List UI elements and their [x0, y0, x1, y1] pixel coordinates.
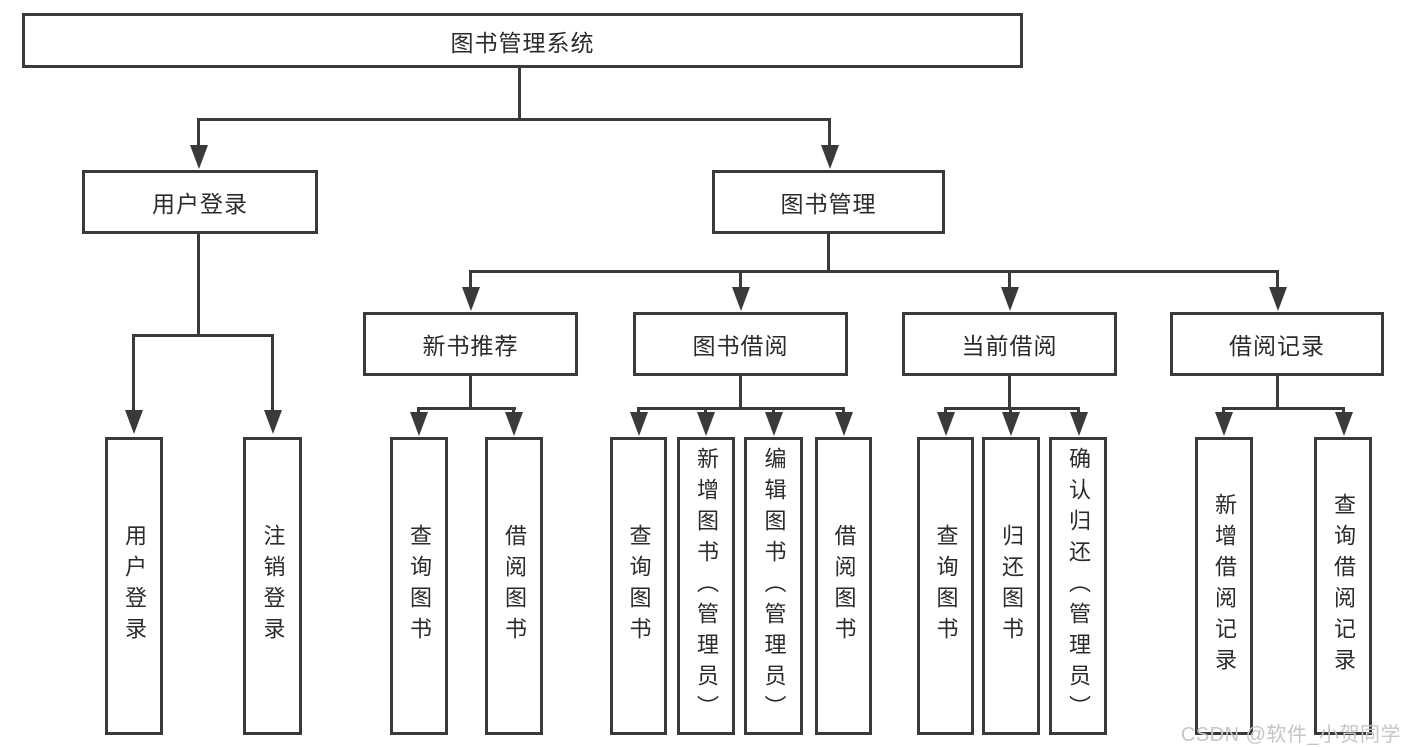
connector-line: [739, 272, 742, 289]
node-label: 新增借阅记录: [1212, 493, 1237, 679]
connector-line: [132, 336, 135, 412]
node-label: 查询图书: [626, 524, 652, 648]
connector-line: [417, 407, 516, 410]
connector-line: [512, 408, 515, 415]
arrow-down-icon: [505, 412, 523, 436]
connector-line: [944, 407, 1080, 410]
node-leaf-edit-books-admin: 编辑图书（管理员）: [744, 437, 803, 735]
arrow-down-icon: [821, 145, 839, 169]
connector-line: [637, 408, 640, 415]
connector-line: [469, 376, 472, 410]
arrow-down-icon: [1070, 412, 1088, 436]
node-current-borrowing: 当前借阅: [902, 312, 1117, 376]
arrow-down-icon: [1335, 412, 1353, 436]
arrow-down-icon: [190, 145, 208, 169]
connector-line: [1276, 376, 1279, 410]
connector-line: [1222, 407, 1345, 410]
arrow-down-icon: [765, 412, 783, 436]
arrow-down-icon: [835, 412, 853, 436]
connector-line: [271, 336, 274, 412]
node-leaf-confirm-return-admin: 确认归还（管理员）: [1049, 437, 1107, 735]
node-book-management: 图书管理: [712, 170, 945, 234]
connector-line: [828, 120, 831, 147]
connector-line: [1342, 408, 1345, 415]
arrow-down-icon: [462, 287, 480, 311]
node-book-borrowing: 图书借阅: [633, 312, 848, 376]
arrow-down-icon: [697, 412, 715, 436]
arrow-down-icon: [410, 412, 428, 436]
arrow-down-icon: [1002, 412, 1020, 436]
node-label: 注销登录: [260, 524, 286, 648]
connector-line: [132, 334, 274, 337]
connector-line: [704, 408, 707, 415]
node-label: 借阅图书: [502, 524, 527, 648]
node-label: 查询借阅记录: [1331, 493, 1356, 679]
node-leaf-borrow-books: 借阅图书: [815, 437, 872, 735]
arrow-down-icon: [1269, 287, 1287, 311]
node-label: 编辑图书（管理员）: [761, 446, 787, 726]
node-label: 查询图书: [933, 524, 959, 648]
node-leaf-user-login: 用户登录: [105, 437, 163, 735]
node-label: 用户登录: [122, 524, 147, 648]
node-leaf-add-borrow-record: 新增借阅记录: [1195, 437, 1253, 735]
connector-line: [197, 120, 200, 147]
connector-line: [518, 68, 521, 121]
node-leaf-query-borrow-record: 查询借阅记录: [1314, 437, 1372, 735]
connector-line: [197, 234, 200, 337]
connector-line: [842, 408, 845, 415]
connector-line: [1008, 376, 1011, 410]
arrow-down-icon: [630, 412, 648, 436]
node-label: 查询图书: [407, 524, 432, 648]
connector-line: [1276, 272, 1279, 289]
connector-line: [827, 234, 830, 272]
node-library-management-system: 图书管理系统: [22, 13, 1023, 68]
arrow-down-icon: [264, 410, 282, 434]
connector-line: [1008, 272, 1011, 289]
connector-line: [772, 408, 775, 415]
node-leaf-query-books-borrowing: 查询图书: [610, 437, 667, 735]
arrow-down-icon: [732, 287, 750, 311]
connector-line: [1222, 408, 1225, 415]
node-leaf-borrow-books-recommend: 借阅图书: [485, 437, 543, 735]
node-borrowing-records: 借阅记录: [1170, 312, 1384, 376]
connector-line: [637, 407, 845, 410]
connector-line: [197, 118, 831, 121]
connector-line: [944, 408, 947, 415]
connector-line: [1009, 408, 1012, 415]
connector-line: [739, 376, 742, 410]
arrow-down-icon: [1001, 287, 1019, 311]
node-leaf-logout: 注销登录: [243, 437, 302, 735]
connector-line: [417, 408, 420, 415]
arrow-down-icon: [1215, 412, 1233, 436]
node-label: 确认归还（管理员）: [1066, 446, 1091, 726]
node-leaf-return-books: 归还图书: [982, 437, 1040, 735]
watermark-text: CSDN @软件_小贺同学: [1180, 724, 1401, 746]
node-leaf-add-books-admin: 新增图书（管理员）: [677, 437, 735, 735]
connector-line: [469, 272, 472, 289]
node-label: 借阅图书: [831, 524, 857, 648]
node-label: 新增图书（管理员）: [694, 446, 719, 726]
node-leaf-query-books-recommend: 查询图书: [390, 437, 448, 735]
arrow-down-icon: [125, 410, 143, 434]
connector-line: [1077, 408, 1080, 415]
connector-line: [469, 270, 1279, 273]
node-label: 归还图书: [999, 524, 1024, 648]
node-leaf-query-books-current: 查询图书: [917, 437, 974, 735]
node-new-book-recommend: 新书推荐: [363, 312, 578, 376]
arrow-down-icon: [937, 412, 955, 436]
node-user-login: 用户登录: [82, 170, 318, 234]
